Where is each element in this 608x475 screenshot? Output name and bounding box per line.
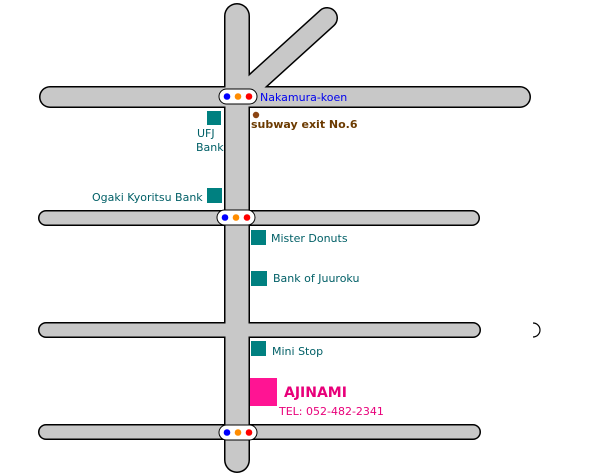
station-label: Nakamura-koen [260,91,347,104]
signal-orange [234,429,242,436]
mini-stop-label: Mini Stop [272,345,323,358]
juuroku-bank-marker-icon [251,271,267,286]
signal-orange [232,214,240,221]
signal-blue [223,429,231,436]
ufj-bank-label-line1: UFJ [197,127,215,140]
traffic-light-bottom [218,424,258,441]
subway-exit-label: subway exit No.6 [251,118,358,131]
destination-tel: TEL: 052-482-2341 [278,405,384,418]
ogaki-bank-marker-icon [207,188,222,203]
subway-dot-icon [252,111,260,119]
traffic-light-top [218,88,258,105]
ufj-bank-marker-icon [207,111,221,125]
ufj-bank-label-line2: Bank [196,141,224,154]
signal-red [243,214,251,221]
signal-blue [221,214,229,221]
mini-stop-marker-icon [251,341,266,356]
signal-red [245,93,253,100]
edge-arc [532,322,541,338]
juuroku-bank-label: Bank of Juuroku [273,272,359,285]
signal-red [245,429,253,436]
diagonal-road [242,8,337,96]
destination-name: AJINAMI [284,385,347,401]
mister-donuts-marker-icon [251,230,266,245]
signal-blue [223,93,231,100]
traffic-light-middle [216,209,256,226]
mister-donuts-label: Mister Donuts [271,232,348,245]
signal-orange [234,93,242,100]
destination-square-icon [250,378,277,406]
ogaki-bank-label: Ogaki Kyoritsu Bank [92,191,203,204]
